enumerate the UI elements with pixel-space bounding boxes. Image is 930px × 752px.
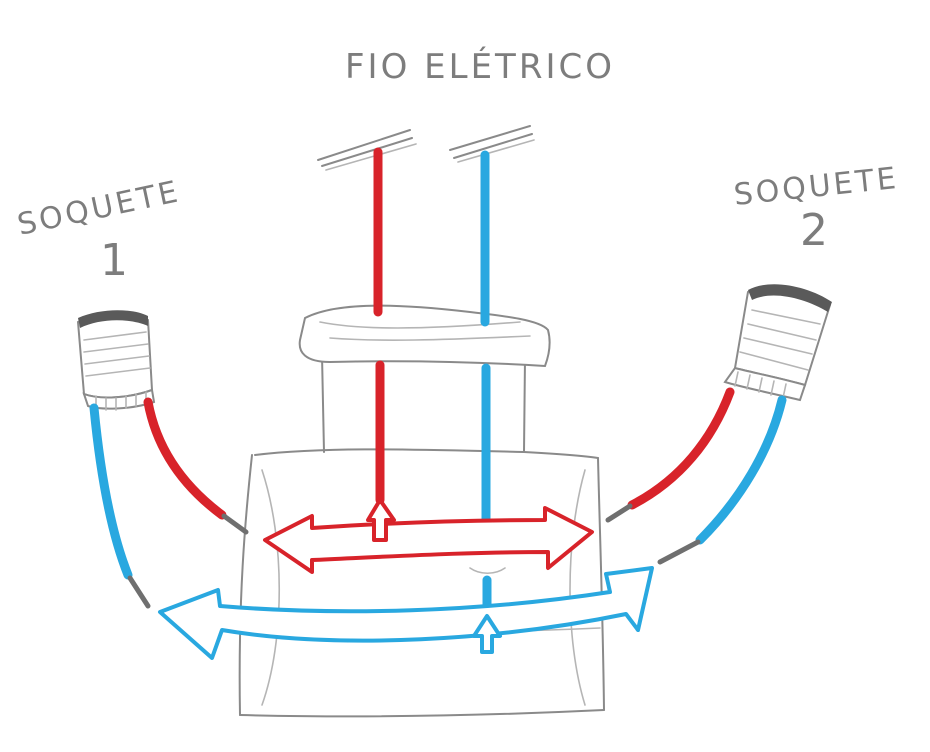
- socket-1-neutral-wire: [89, 403, 133, 580]
- neutral-up-arrow: [472, 614, 502, 654]
- socket-1-wires: [89, 397, 249, 609]
- neutral-double-arrow: [158, 566, 654, 660]
- neutral-current-arrow: [158, 566, 654, 660]
- socket-2-neutral-wire: [695, 395, 787, 545]
- input-wires: [373, 147, 506, 617]
- title-fio-eletrico: FIO ELÉTRICO: [345, 46, 615, 87]
- socket-2-wires: [605, 387, 787, 565]
- socket-1-label-text: SOQUETE: [14, 174, 183, 243]
- socket-2-number: 2: [800, 205, 831, 256]
- socket-2-label: SOQUETE 2: [732, 161, 900, 256]
- cable-clamp: [298, 304, 551, 368]
- socket-2-live-wire: [627, 387, 735, 510]
- wire-cut-marks: [317, 125, 535, 171]
- socket-1: [76, 310, 156, 411]
- socket-2: [723, 284, 832, 402]
- live-current-arrow: [263, 498, 594, 574]
- live-double-arrow: [263, 506, 594, 574]
- live-up-arrow: [366, 498, 396, 542]
- socket-1-label: SOQUETE 1: [14, 174, 183, 286]
- socket-1-live-wire: [143, 397, 227, 520]
- socket-1-number: 1: [100, 235, 131, 286]
